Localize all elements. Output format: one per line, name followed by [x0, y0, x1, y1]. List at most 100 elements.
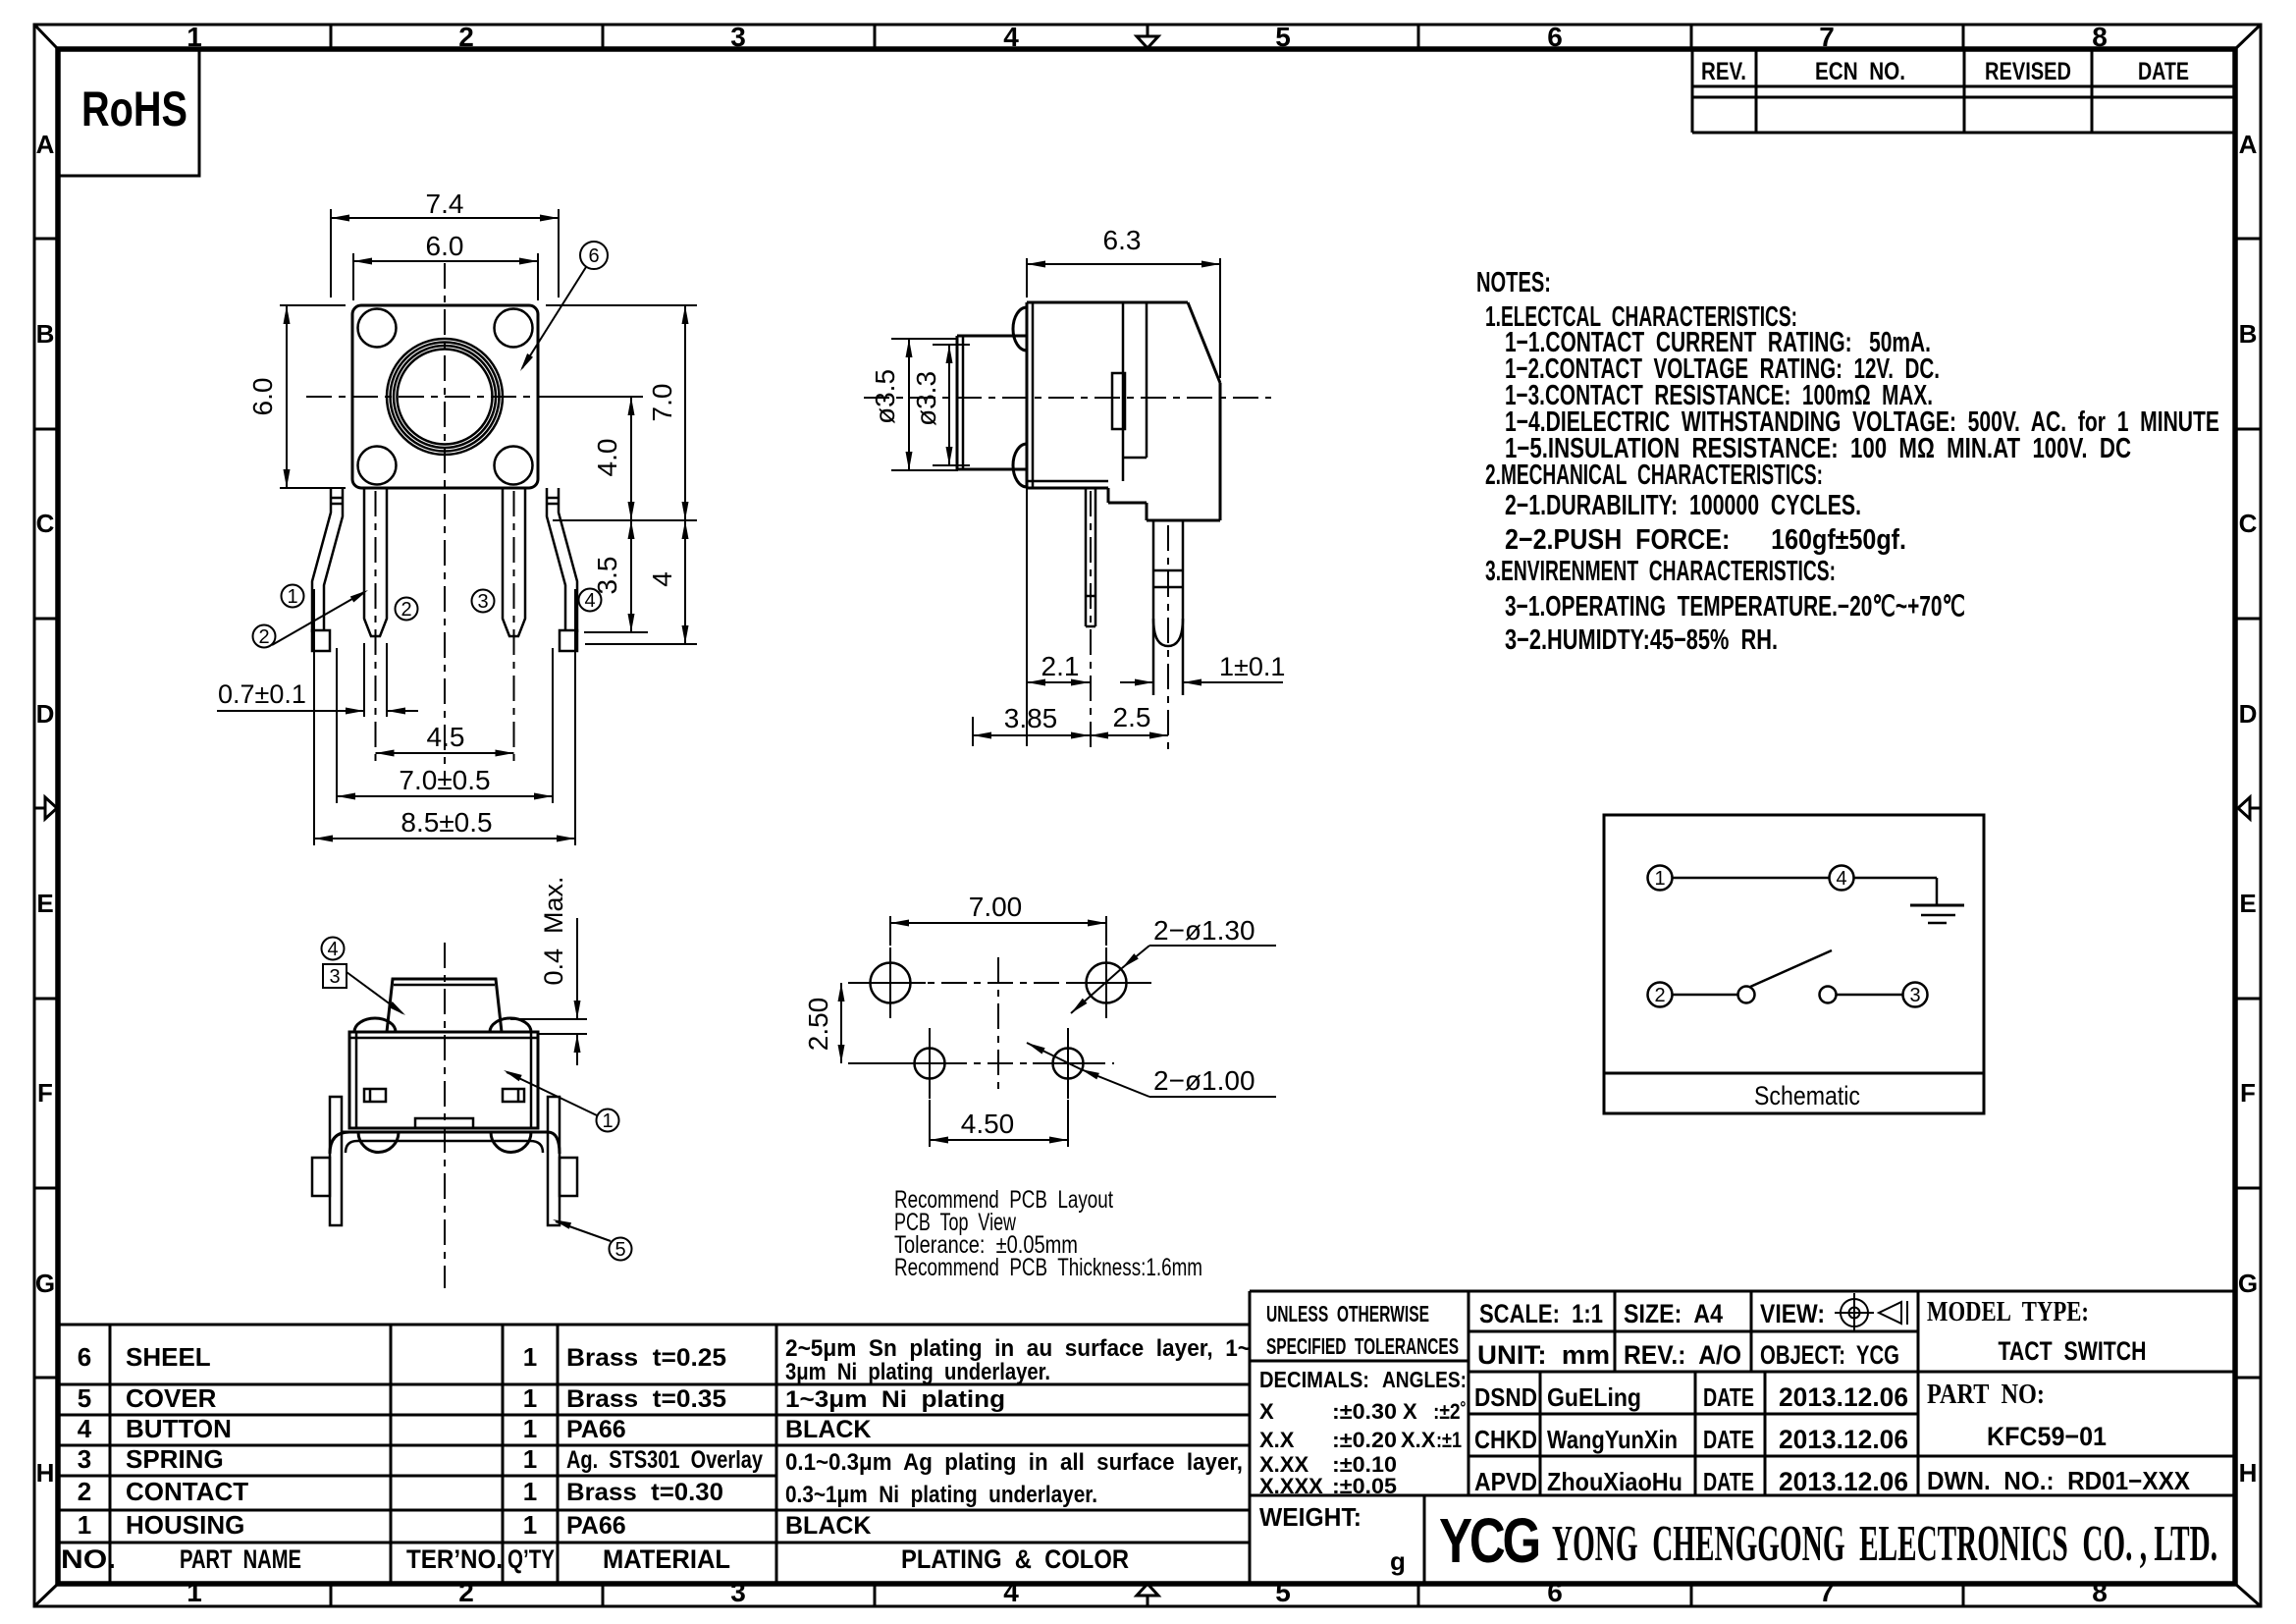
- svg-text:ECN NO.: ECN NO.: [1815, 58, 1905, 85]
- svg-text:1: 1: [187, 22, 202, 52]
- svg-text:REVISED: REVISED: [1985, 58, 2071, 85]
- svg-text:1±0.1: 1±0.1: [1219, 652, 1285, 681]
- svg-text:BUTTON: BUTTON: [126, 1414, 232, 1443]
- svg-text:2013.12.06: 2013.12.06: [1779, 1467, 1908, 1496]
- svg-text:3μm Ni plating underlayer.: 3μm Ni plating underlayer.: [785, 1359, 1050, 1385]
- svg-text:UNIT: mm: UNIT: mm: [1477, 1340, 1610, 1370]
- svg-text:3: 3: [1909, 985, 1920, 1006]
- svg-text:4: 4: [78, 1414, 92, 1443]
- svg-text:YONG CHENGGONG ELECTRONICS: YONG CHENGGONG ELECTRONICS CO. , LTD.: [1552, 1516, 2217, 1572]
- svg-text:1: 1: [523, 1510, 537, 1540]
- svg-text:X.XXX: X.XXX: [1259, 1474, 1323, 1498]
- svg-text:PA66: PA66: [566, 1416, 626, 1443]
- svg-text:1−4.DIELECTRIC WITHSTANDING: 1−4.DIELECTRIC WITHSTANDING VOLTAGE: 500…: [1505, 406, 2219, 438]
- svg-text:Brass t=0.35: Brass t=0.35: [566, 1385, 726, 1413]
- svg-text:COVER: COVER: [126, 1383, 217, 1413]
- svg-text:X.X: X.X: [1259, 1428, 1295, 1452]
- svg-text:WangYunXin: WangYunXin: [1547, 1425, 1678, 1454]
- svg-text:DATE: DATE: [1703, 1425, 1754, 1454]
- svg-text:0.3~1μm Ni plating underlay: 0.3~1μm Ni plating underlayer.: [785, 1482, 1097, 1508]
- svg-text:1: 1: [523, 1342, 537, 1372]
- svg-text::±0.05: :±0.05: [1332, 1474, 1397, 1498]
- svg-text:4.0: 4.0: [592, 439, 622, 477]
- svg-text:4: 4: [1003, 1577, 1019, 1607]
- svg-text:2: 2: [400, 599, 411, 621]
- svg-text:5: 5: [614, 1239, 625, 1261]
- svg-text:4: 4: [1003, 22, 1019, 52]
- svg-text:3−2.HUMIDTY:45−85% RH.: 3−2.HUMIDTY:45−85% RH.: [1505, 624, 1778, 656]
- svg-text:4: 4: [584, 590, 595, 612]
- svg-text:0.7±0.1: 0.7±0.1: [218, 679, 306, 709]
- svg-text:Recommend PCB Thickness:1.6m: Recommend PCB Thickness:1.6mm: [894, 1254, 1202, 1281]
- svg-text:ANGLES:: ANGLES:: [1382, 1367, 1467, 1392]
- svg-text::±0.10: :±0.10: [1332, 1452, 1397, 1477]
- svg-text:3: 3: [329, 966, 340, 988]
- svg-text:ø3.3: ø3.3: [911, 371, 941, 426]
- svg-text:GuELing: GuELing: [1547, 1382, 1641, 1412]
- svg-text:3.85: 3.85: [1004, 703, 1058, 733]
- svg-text:F: F: [37, 1078, 53, 1108]
- svg-text:4.50: 4.50: [961, 1109, 1015, 1139]
- svg-text:7.0±0.5: 7.0±0.5: [399, 765, 490, 795]
- svg-text:H: H: [2239, 1458, 2258, 1488]
- svg-text:D: D: [2239, 699, 2258, 729]
- svg-text:KFC59−01: KFC59−01: [1987, 1422, 2107, 1451]
- svg-text:Ag. STS301 Overlay: Ag. STS301 Overlay: [566, 1446, 763, 1474]
- svg-text:2−ø1.30: 2−ø1.30: [1153, 915, 1255, 946]
- svg-text:7: 7: [1819, 22, 1835, 52]
- svg-text::±0.20: :±0.20: [1332, 1428, 1397, 1452]
- svg-text:2.MECHANICAL CHARACTERISTICS:: 2.MECHANICAL CHARACTERISTICS:: [1485, 460, 1823, 491]
- svg-text:7: 7: [1819, 1577, 1835, 1607]
- svg-text:1: 1: [187, 1577, 202, 1607]
- svg-text:G: G: [2238, 1269, 2258, 1298]
- svg-text:1−5.INSULATION RESISTANCE: 1: 1−5.INSULATION RESISTANCE: 100 MΩ MIN.AT…: [1505, 433, 2131, 464]
- svg-text:3: 3: [477, 591, 488, 613]
- svg-text:OBJECT: YCG: OBJECT: YCG: [1760, 1340, 1899, 1370]
- svg-text:ZhouXiaoHu: ZhouXiaoHu: [1547, 1467, 1682, 1496]
- svg-text:2.50: 2.50: [803, 998, 833, 1052]
- svg-text:1: 1: [78, 1510, 91, 1540]
- svg-text:MODEL TYPE:: MODEL TYPE:: [1927, 1297, 2089, 1327]
- svg-text:SPRING: SPRING: [126, 1444, 224, 1474]
- svg-text:WEIGHT:: WEIGHT:: [1259, 1502, 1362, 1532]
- svg-text:MATERIAL: MATERIAL: [603, 1544, 730, 1574]
- svg-text:2: 2: [458, 1577, 474, 1607]
- svg-text:6: 6: [1547, 22, 1563, 52]
- svg-text:2.1: 2.1: [1041, 651, 1080, 681]
- svg-text:4: 4: [1836, 868, 1846, 890]
- svg-text:3: 3: [730, 22, 746, 52]
- svg-text:CONTACT: CONTACT: [126, 1477, 248, 1506]
- svg-text:7.4: 7.4: [426, 189, 464, 219]
- svg-text:2013.12.06: 2013.12.06: [1779, 1382, 1908, 1412]
- svg-text:A: A: [36, 130, 55, 159]
- svg-text:8: 8: [2092, 1577, 2108, 1607]
- svg-text:7.00: 7.00: [969, 892, 1023, 922]
- svg-text:PART NO:: PART NO:: [1927, 1380, 2045, 1410]
- svg-text:Tolerance: ±0.05mm: Tolerance: ±0.05mm: [894, 1231, 1078, 1259]
- svg-text:1: 1: [523, 1444, 537, 1474]
- svg-text:RoHS: RoHS: [81, 81, 187, 136]
- svg-text:1: 1: [602, 1110, 613, 1132]
- svg-text:2−2.PUSH FORCE: 160gf±50: 2−2.PUSH FORCE: 160gf±50gf.: [1505, 524, 1906, 556]
- svg-text:VIEW:: VIEW:: [1760, 1299, 1825, 1328]
- svg-text:5: 5: [1275, 22, 1291, 52]
- svg-text:TACT SWITCH: TACT SWITCH: [1999, 1336, 2147, 1366]
- svg-text:E: E: [2239, 889, 2256, 918]
- svg-text:SPECIFIED TOLERANCES: SPECIFIED TOLERANCES: [1266, 1333, 1459, 1359]
- svg-text::±2˚: :±2˚: [1433, 1399, 1467, 1424]
- svg-text:X: X: [1403, 1399, 1417, 1424]
- svg-text:6.0: 6.0: [247, 378, 278, 416]
- svg-text:APVD: APVD: [1474, 1467, 1537, 1496]
- svg-text:DATE: DATE: [1703, 1467, 1754, 1496]
- svg-text:2013.12.06: 2013.12.06: [1779, 1425, 1908, 1454]
- svg-text:Schematic: Schematic: [1754, 1081, 1860, 1110]
- svg-text:X: X: [1259, 1399, 1274, 1424]
- svg-text:2−ø1.00: 2−ø1.00: [1153, 1065, 1255, 1096]
- svg-text:4: 4: [647, 571, 677, 587]
- svg-text:UNLESS OTHERWISE: UNLESS OTHERWISE: [1266, 1301, 1429, 1326]
- svg-text:NOTES:: NOTES:: [1476, 267, 1551, 298]
- svg-text:YCG: YCG: [1439, 1505, 1538, 1576]
- svg-text:REV.: A/O: REV.: A/O: [1624, 1340, 1741, 1370]
- svg-text:1−3.CONTACT RESISTANCE: 100m: 1−3.CONTACT RESISTANCE: 100mΩ MAX.: [1505, 380, 1933, 411]
- svg-text:PLATING & COLOR: PLATING & COLOR: [901, 1544, 1129, 1574]
